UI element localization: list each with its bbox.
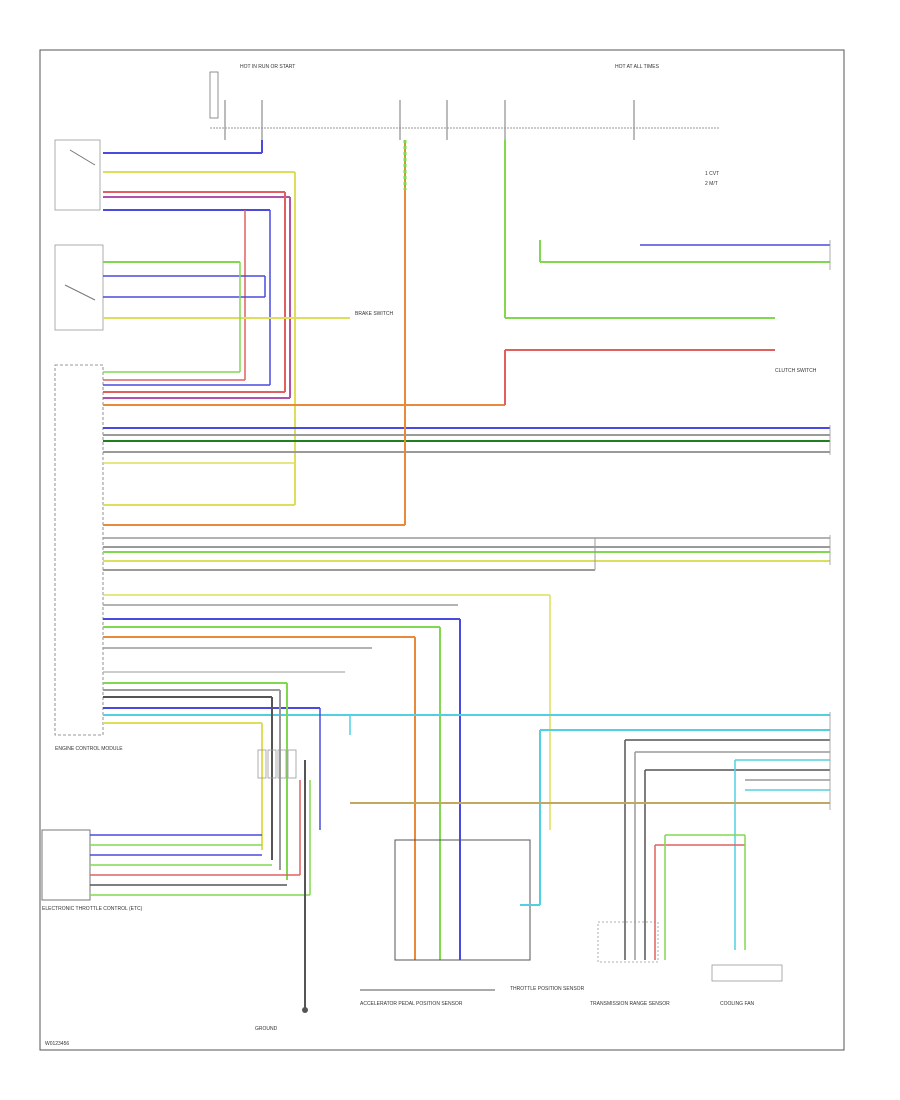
label-throttle-position: THROTTLE POSITION SENSOR xyxy=(510,986,585,992)
label-brake-switch: BRAKE SWITCH xyxy=(355,311,393,317)
middle-left-switch xyxy=(54,244,104,331)
label-transmission-range: TRANSMISSION RANGE SENSOR xyxy=(590,1001,670,1007)
accelerator-pedal-box xyxy=(394,839,531,961)
label-engine-control-module: ENGINE CONTROL MODULE xyxy=(55,746,123,752)
fuse-block-1 xyxy=(209,71,263,140)
ground-point xyxy=(302,1007,308,1013)
cooling-fan-connector xyxy=(711,964,783,982)
label-electronic-throttle: ELECTRONIC THROTTLE CONTROL (ETC) xyxy=(42,906,143,912)
upper-left-switch xyxy=(54,139,101,211)
fuse-block-2 xyxy=(399,100,635,140)
label-ground: GROUND xyxy=(255,1026,278,1032)
transmission-range-connector xyxy=(597,921,659,963)
label-legend-2: 2 M/T xyxy=(705,181,718,187)
label-accelerator-pedal: ACCELERATOR PEDAL POSITION SENSOR xyxy=(360,1001,463,1007)
inline-connectors xyxy=(257,749,297,779)
electronic-throttle-box xyxy=(41,829,91,901)
diagram-frame xyxy=(39,49,845,1051)
label-cooling-fan: COOLING FAN xyxy=(720,1001,755,1007)
label-hot-at-all-times: HOT AT ALL TIMES xyxy=(615,64,660,70)
label-legend-1: 1 CVT xyxy=(705,171,719,177)
label-clutch-switch: CLUTCH SWITCH xyxy=(775,368,817,374)
label-hot-run-start: HOT IN RUN OR START xyxy=(240,64,295,70)
footer-code: W0123456 xyxy=(45,1041,69,1047)
engine-control-module-box xyxy=(54,364,104,736)
